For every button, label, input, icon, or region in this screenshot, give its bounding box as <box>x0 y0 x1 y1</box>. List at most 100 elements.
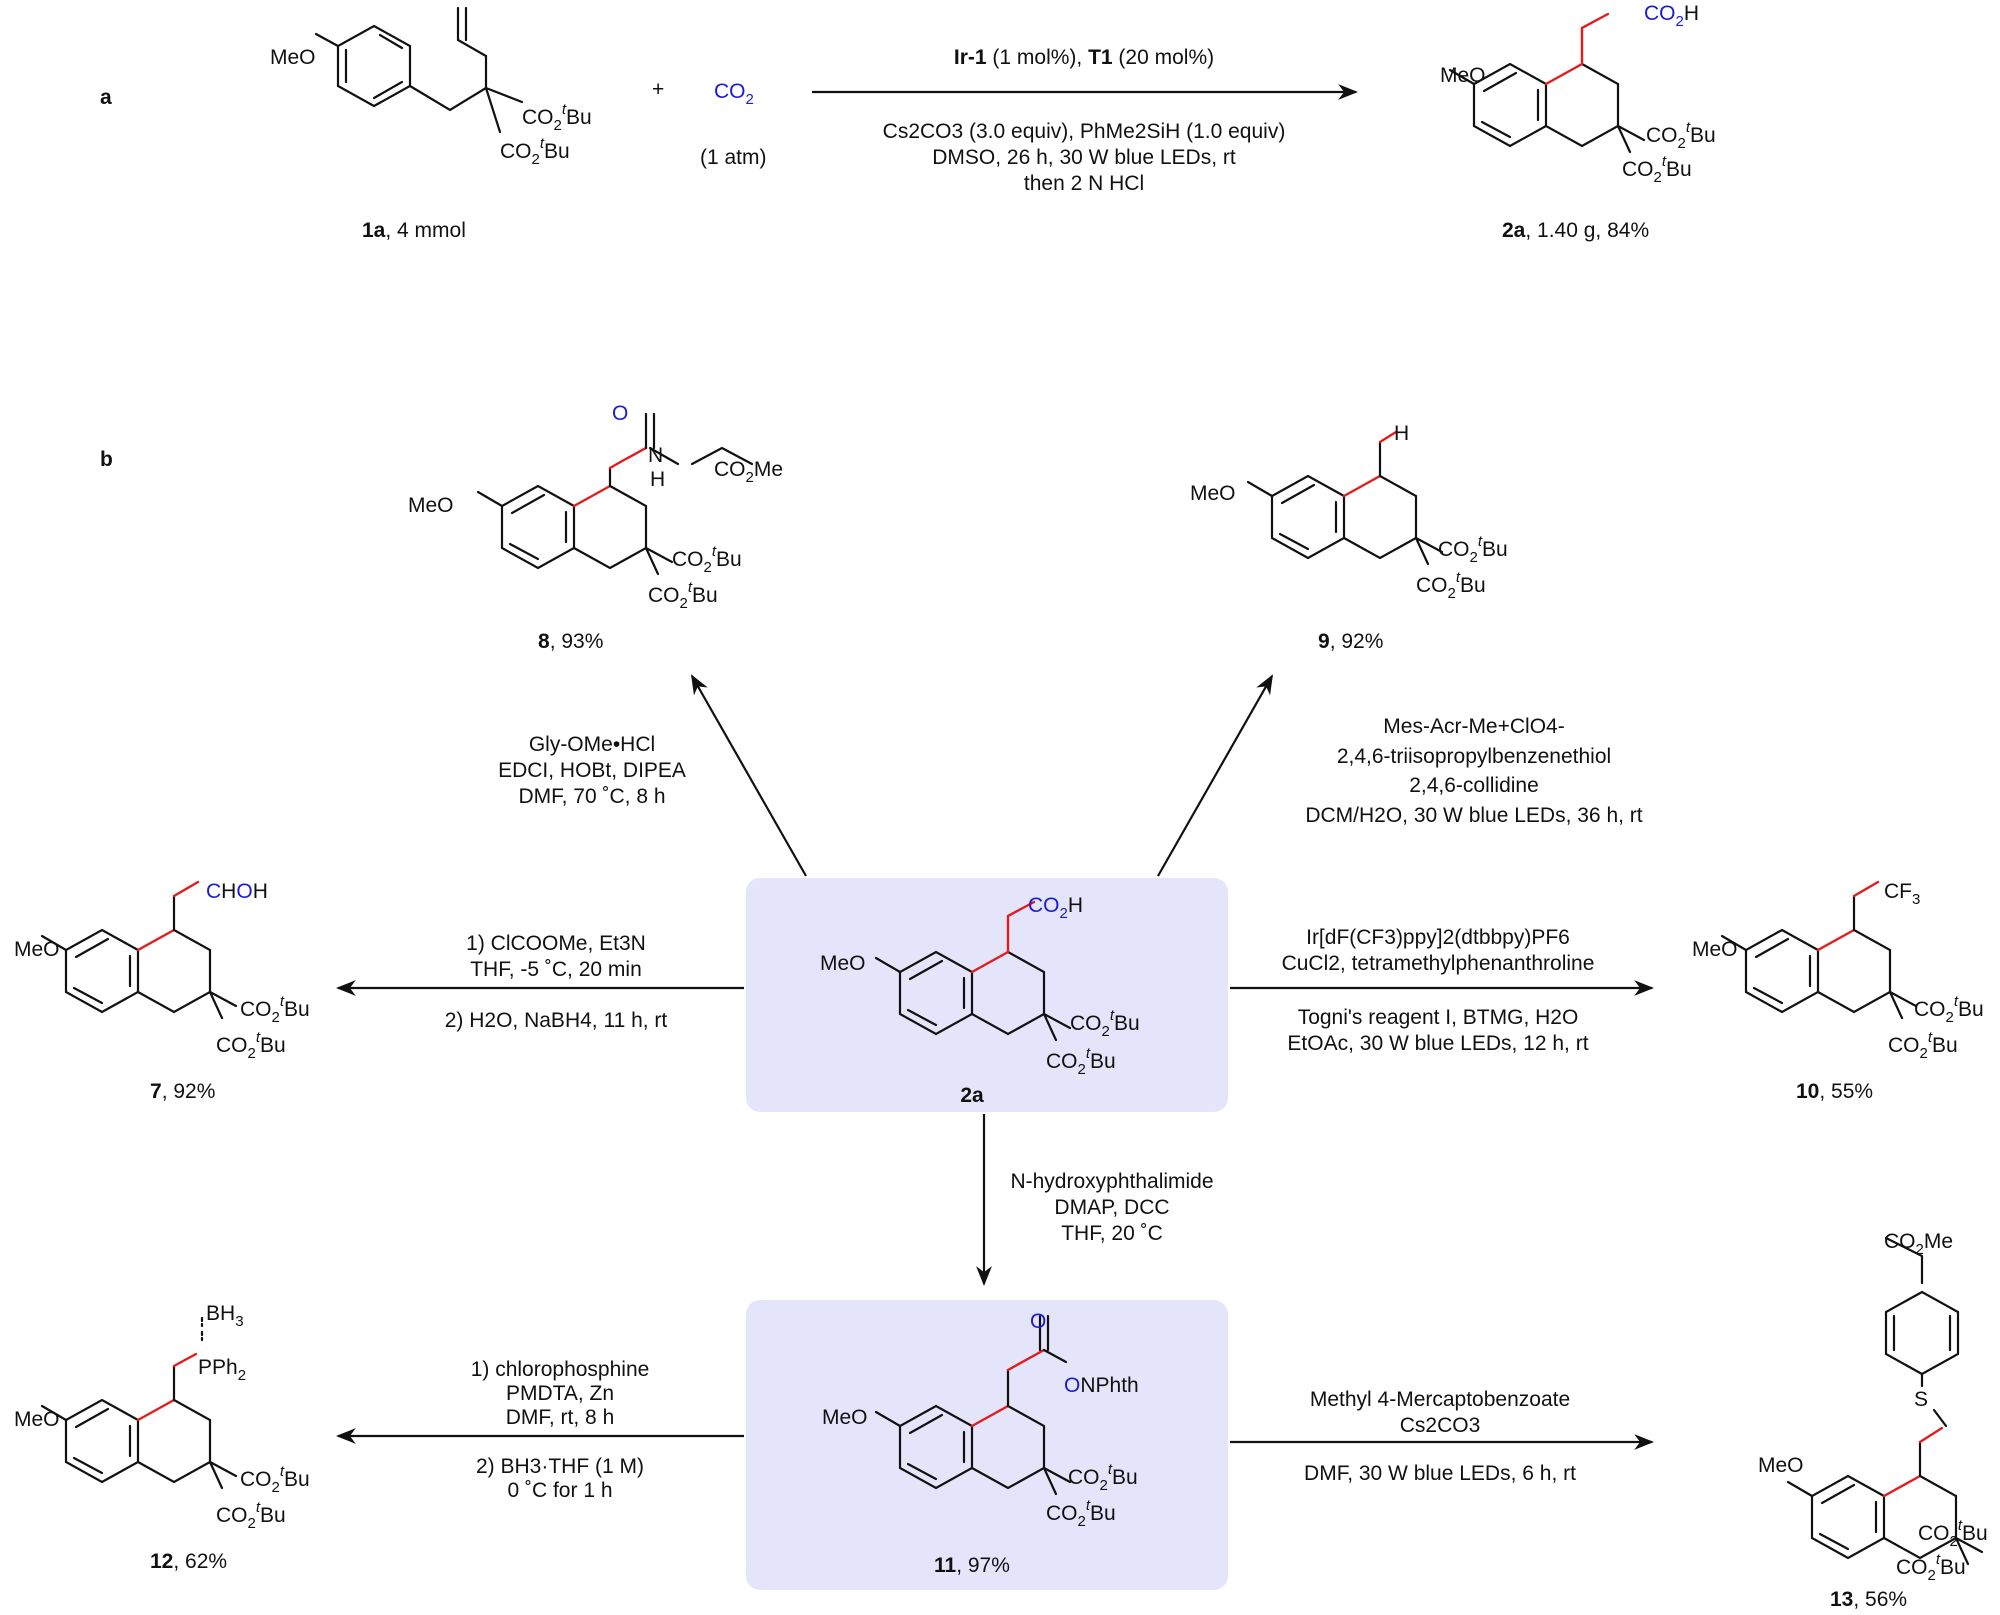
conditions-9-line3: 2,4,6-collidine <box>1409 774 1539 797</box>
product-12-ester-upper: CO2tBu <box>240 1463 310 1496</box>
product-13-caption: 13, 56% <box>1830 1588 1907 1611</box>
conditions-a-line2: Cs2CO3 (3.0 equiv), PhMe2SiH (1.0 equiv) <box>883 120 1286 143</box>
product-2a-structure <box>1448 12 1646 154</box>
product-9-terminal-h: H <box>1394 422 1409 445</box>
conditions-11-line2: DMAP, DCC <box>1054 1196 1169 1219</box>
product-10-ester-upper: CO2tBu <box>1914 993 1984 1026</box>
product-7-caption: 7, 92% <box>150 1080 215 1103</box>
panel-a-label: a <box>100 86 112 109</box>
center-2a-caption: 2a <box>960 1084 984 1107</box>
conditions-a-line4: then 2 N HCl <box>1024 172 1144 195</box>
product-2a-caption: 2a, 1.40 g, 84% <box>1502 219 1649 242</box>
product-13-ester-lower: CO2tBu <box>1896 1551 1966 1584</box>
product-13-ester-upper: CO2tBu <box>1918 1517 1988 1550</box>
conditions-12-line1: 1) chlorophosphine <box>471 1358 650 1381</box>
product-7-meo: MeO <box>14 938 60 961</box>
product-8-nh-h: H <box>650 468 665 491</box>
conditions-12-line4: 2) BH3·THF (1 M) <box>476 1455 644 1478</box>
product-11-structure <box>874 1314 1072 1496</box>
conditions-a-catalysts: Ir-1 (1 mol%), T1 (20 mol%) <box>954 46 1214 69</box>
conditions-13-line1: Methyl 4-Mercaptobenzoate <box>1310 1388 1570 1411</box>
product-11-caption: 11, 97% <box>934 1554 1010 1577</box>
conditions-8-line2: EDCI, HOBt, DIPEA <box>498 759 686 782</box>
product-7-ester-lower: CO2tBu <box>216 1029 286 1062</box>
product-12-caption: 12, 62% <box>150 1550 227 1573</box>
plus-sign: + <box>652 78 664 101</box>
product-7-ester-upper: CO2tBu <box>240 993 310 1026</box>
product-11-ester-upper: CO2tBu <box>1068 1461 1138 1494</box>
arrow-to-9 <box>1157 674 1273 877</box>
product-11-carbonyl-o: O <box>1030 1310 1046 1333</box>
conditions-7-line1: 1) ClCOOMe, Et3N <box>466 932 646 955</box>
panel-b-label: b <box>100 448 113 471</box>
center-2a-structure <box>874 900 1072 1042</box>
product-9-ester-lower: CO2tBu <box>1416 569 1486 602</box>
center-2a-acid: CO2H <box>1028 894 1083 922</box>
product-10-cf3: CF3 <box>1884 880 1920 908</box>
conditions-10-line4: EtOAc, 30 W blue LEDs, 12 h, rt <box>1287 1032 1588 1055</box>
arrow-to-8 <box>691 674 807 877</box>
product-13-meo: MeO <box>1758 1454 1804 1477</box>
product-9-caption: 9, 92% <box>1318 630 1383 653</box>
product-2a-meo: MeO <box>1440 64 1486 87</box>
product-8-caption: 8, 93% <box>538 630 603 653</box>
reactant-1a-caption: 1a, 4 mmol <box>362 219 466 242</box>
center-2a-ester-lower: CO2tBu <box>1046 1045 1116 1078</box>
reactant-1a-ester-upper: CO2tBu <box>522 101 592 134</box>
reactant-1a-structure <box>314 6 524 134</box>
conditions-11-line3: THF, 20 ˚C <box>1061 1222 1163 1245</box>
product-2a-ester-lower: CO2tBu <box>1622 153 1692 186</box>
conditions-10-line1: Ir[dF(CF3)ppy]2(dtbbpy)PF6 <box>1306 926 1570 949</box>
product-10-ester-lower: CO2tBu <box>1888 1029 1958 1062</box>
reactant-1a-meo: MeO <box>270 46 316 69</box>
product-12-pph2: PPh2 <box>198 1356 246 1384</box>
reactant-1a-ester-lower: CO2tBu <box>500 135 570 168</box>
conditions-9-line1: Mes-Acr-Me+ClO4- <box>1383 715 1564 738</box>
product-7-structure <box>40 880 238 1020</box>
conditions-7-line2: THF, -5 ˚C, 20 min <box>470 958 642 981</box>
product-8-carbonyl-o: O <box>612 402 628 425</box>
conditions-11-line1: N-hydroxyphthalimide <box>1010 1170 1213 1193</box>
conditions-13-line3: DMF, 30 W blue LEDs, 6 h, rt <box>1304 1462 1576 1485</box>
product-2a-acid: CO2H <box>1644 2 1699 30</box>
product-8-structure <box>476 412 754 576</box>
product-10-structure <box>1720 880 1918 1020</box>
product-11-meo: MeO <box>822 1406 868 1429</box>
product-9-structure <box>1246 430 1444 566</box>
product-10-caption: 10, 55% <box>1796 1080 1873 1103</box>
highlight-box-11 <box>746 1300 1228 1590</box>
center-2a-meo: MeO <box>820 952 866 975</box>
product-11-ester: ONPhth <box>1064 1374 1139 1397</box>
conditions-7-line3: 2) H2O, NaBH4, 11 h, rt <box>445 1009 668 1032</box>
highlight-box-2a <box>746 878 1228 1112</box>
product-10-meo: MeO <box>1692 938 1738 961</box>
conditions-13-line2: Cs2CO3 <box>1400 1414 1481 1437</box>
product-11-ester-lower: CO2tBu <box>1046 1497 1116 1530</box>
conditions-12-line2: PMDTA, Zn <box>506 1382 614 1405</box>
conditions-10-line2: CuCl2, tetramethylphenanthroline <box>1282 952 1595 975</box>
conditions-9-line4: DCM/H2O, 30 W blue LEDs, 36 h, rt <box>1305 804 1642 827</box>
product-8-ester: CO2Me <box>714 458 783 486</box>
conditions-12-line3: DMF, rt, 8 h <box>506 1406 615 1429</box>
conditions-12-line5: 0 ˚C for 1 h <box>507 1479 612 1502</box>
product-8-ester-upper: CO2tBu <box>672 543 742 576</box>
product-9-ester-upper: CO2tBu <box>1438 533 1508 566</box>
center-2a-ester-upper: CO2tBu <box>1070 1007 1140 1040</box>
product-8-meo: MeO <box>408 494 454 517</box>
product-13-ester: CO2Me <box>1884 1230 1953 1258</box>
product-12-bh3: BH3 <box>206 1302 244 1330</box>
product-12-meo: MeO <box>14 1408 60 1431</box>
product-12-ester-lower: CO2tBu <box>216 1499 286 1532</box>
co2-pressure: (1 atm) <box>700 146 767 169</box>
product-12-structure <box>40 1316 238 1490</box>
conditions-8-line1: Gly-OMe•HCl <box>529 733 655 756</box>
conditions-10-line3: Togni's reagent I, BTMG, H2O <box>1298 1006 1579 1029</box>
product-2a-ester-upper: CO2tBu <box>1646 119 1716 152</box>
product-7-hydroxymethyl: CHOH <box>206 880 268 903</box>
product-9-meo: MeO <box>1190 482 1236 505</box>
product-8-nh-n: N <box>648 444 663 467</box>
conditions-9-line2: 2,4,6-triisopropylbenzenethiol <box>1337 745 1611 768</box>
product-8-ester-lower: CO2tBu <box>648 579 718 612</box>
conditions-a-line3: DMSO, 26 h, 30 W blue LEDs, rt <box>932 146 1236 169</box>
